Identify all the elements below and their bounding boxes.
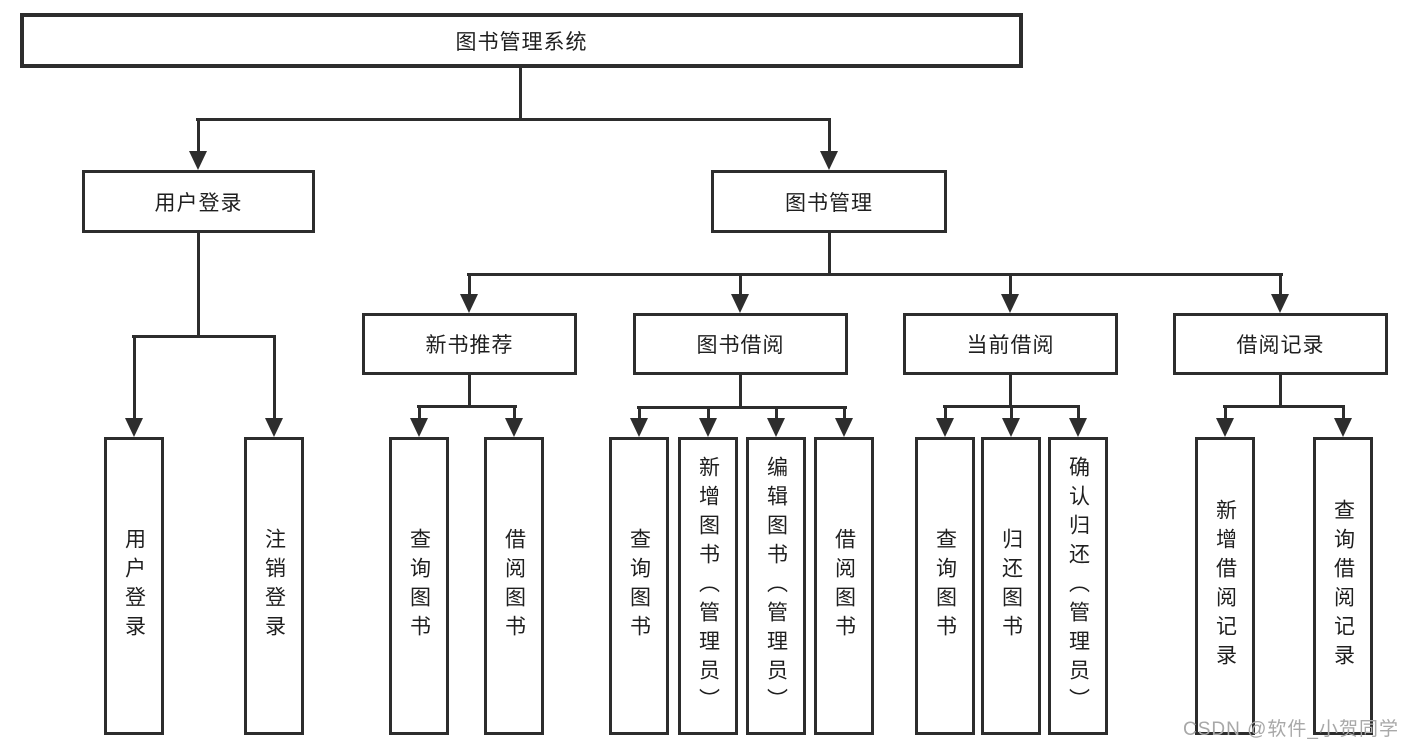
arrowhead-records	[1271, 294, 1289, 313]
node-new-book: 新书推荐	[362, 313, 577, 375]
arrowhead-current-return	[1002, 418, 1020, 437]
leaf-borrow-query-label: 查询图书	[627, 528, 651, 644]
csdn-watermark: CSDN @软件_小贺同学	[1183, 719, 1399, 740]
leaf-records-add: 新增借阅记录	[1195, 437, 1255, 735]
connector-current-stem-3	[1077, 405, 1080, 420]
leaf-borrow-add: 新增图书（管理员）	[678, 437, 738, 735]
arrowhead-newbook-query	[410, 418, 428, 437]
connector-bookmgmt-stem-2	[739, 273, 742, 298]
arrowhead-borrow-add	[699, 418, 717, 437]
leaf-borrow-edit: 编辑图书（管理员）	[746, 437, 806, 735]
connector-root-stem-right	[828, 118, 831, 153]
connector-newbook-hline	[417, 405, 517, 408]
connector-newbook-stem-1	[418, 405, 421, 420]
connector-borrow-vline	[739, 375, 742, 406]
leaf-current-confirm: 确认归还（管理员）	[1048, 437, 1108, 735]
connector-userlogin-stem-1	[133, 335, 136, 420]
arrowhead-current-query	[936, 418, 954, 437]
connector-userlogin-stem-2	[273, 335, 276, 420]
connector-borrow-stem-3	[775, 406, 778, 420]
leaf-borrow-edit-label: 编辑图书（管理员）	[764, 455, 788, 717]
connector-borrow-stem-4	[843, 406, 846, 420]
leaf-user-login-label: 用户登录	[122, 528, 146, 644]
connector-bookmgmt-stem-4	[1279, 273, 1282, 298]
node-records: 借阅记录	[1173, 313, 1388, 375]
connector-newbook-vline	[468, 375, 471, 405]
leaf-logout-label: 注销登录	[262, 528, 286, 644]
connector-userlogin-vline	[197, 233, 200, 335]
leaf-borrow-borrow: 借阅图书	[814, 437, 874, 735]
arrowhead-book-mgmt	[820, 151, 838, 170]
leaf-borrow-borrow-label: 借阅图书	[832, 528, 856, 644]
connector-root-vline	[519, 68, 522, 118]
node-book-mgmt: 图书管理	[711, 170, 947, 233]
connector-records-hline	[1223, 405, 1345, 408]
leaf-newbook-borrow: 借阅图书	[484, 437, 544, 735]
connector-current-stem-1	[944, 405, 947, 420]
node-root: 图书管理系统	[20, 13, 1023, 68]
arrowhead-new-book	[460, 294, 478, 313]
arrowhead-leaf-logout	[265, 418, 283, 437]
connector-bookmgmt-stem-1	[468, 273, 471, 298]
arrowhead-user-login	[189, 151, 207, 170]
connector-userlogin-hline	[132, 335, 276, 338]
connector-records-stem-1	[1224, 405, 1227, 420]
arrowhead-borrow-edit	[767, 418, 785, 437]
node-borrow: 图书借阅	[633, 313, 848, 375]
arrowhead-borrow-query	[630, 418, 648, 437]
node-borrow-label: 图书借阅	[696, 334, 785, 357]
node-current: 当前借阅	[903, 313, 1118, 375]
connector-root-stem-left	[197, 118, 200, 153]
connector-newbook-stem-2	[513, 405, 516, 420]
arrowhead-borrow-borrow	[835, 418, 853, 437]
connector-root-hline	[196, 118, 831, 121]
node-book-mgmt-label: 图书管理	[785, 191, 873, 215]
connector-current-vline	[1009, 375, 1012, 405]
node-user-login: 用户登录	[82, 170, 315, 233]
leaf-current-query: 查询图书	[915, 437, 975, 735]
connector-bookmgmt-stem-3	[1009, 273, 1012, 298]
leaf-current-return-label: 归还图书	[999, 528, 1023, 644]
leaf-borrow-query: 查询图书	[609, 437, 669, 735]
leaf-newbook-query-label: 查询图书	[407, 528, 431, 644]
leaf-borrow-add-label: 新增图书（管理员）	[696, 455, 720, 717]
connector-bookmgmt-vline	[828, 233, 831, 273]
connector-borrow-hline	[637, 406, 847, 409]
leaf-newbook-query: 查询图书	[389, 437, 449, 735]
leaf-records-add-label: 新增借阅记录	[1213, 499, 1237, 673]
leaf-current-confirm-label: 确认归还（管理员）	[1066, 455, 1090, 717]
connector-current-stem-2	[1010, 405, 1013, 420]
arrowhead-borrow	[731, 294, 749, 313]
arrowhead-newbook-borrow	[505, 418, 523, 437]
node-root-label: 图书管理系统	[455, 30, 588, 54]
arrowhead-records-add	[1216, 418, 1234, 437]
leaf-records-query-label: 查询借阅记录	[1331, 499, 1355, 673]
node-records-label: 借阅记录	[1236, 334, 1325, 357]
leaf-logout: 注销登录	[244, 437, 304, 735]
leaf-user-login: 用户登录	[104, 437, 164, 735]
connector-borrow-stem-1	[638, 406, 641, 420]
arrowhead-records-query	[1334, 418, 1352, 437]
connector-records-vline	[1279, 375, 1282, 405]
node-new-book-label: 新书推荐	[425, 334, 514, 357]
arrowhead-current-confirm	[1069, 418, 1087, 437]
leaf-records-query: 查询借阅记录	[1313, 437, 1373, 735]
leaf-newbook-borrow-label: 借阅图书	[502, 528, 526, 644]
node-current-label: 当前借阅	[966, 334, 1055, 357]
node-user-login-label: 用户登录	[154, 191, 243, 215]
connector-bookmgmt-hline	[467, 273, 1283, 276]
arrowhead-leaf-login	[125, 418, 143, 437]
connector-records-stem-2	[1342, 405, 1345, 420]
leaf-current-query-label: 查询图书	[933, 528, 957, 644]
arrowhead-current	[1001, 294, 1019, 313]
leaf-current-return: 归还图书	[981, 437, 1041, 735]
connector-borrow-stem-2	[707, 406, 710, 420]
